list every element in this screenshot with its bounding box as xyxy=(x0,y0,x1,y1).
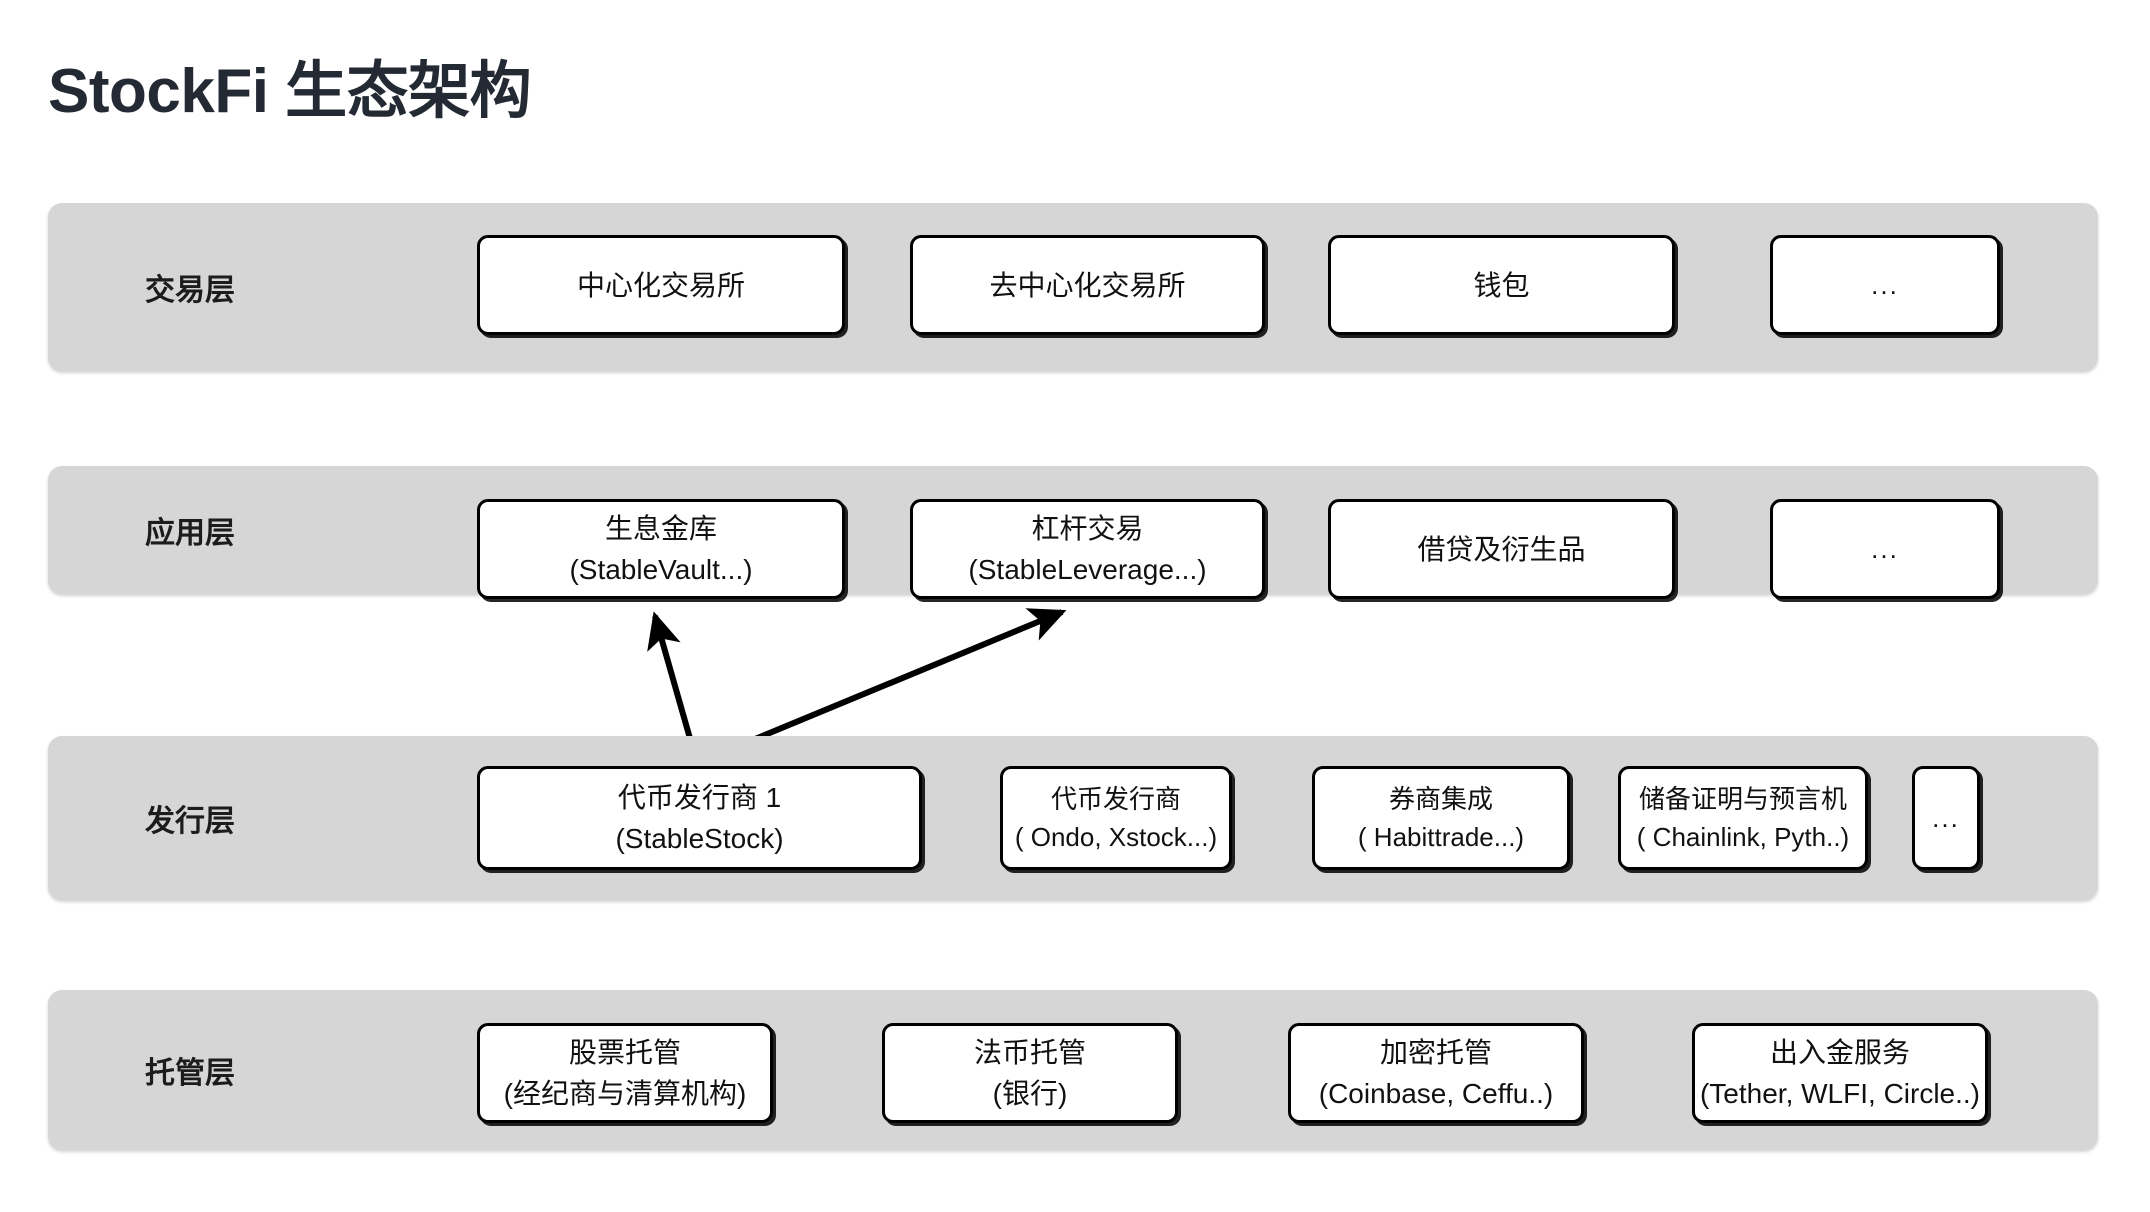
node-fiat-custody[interactable]: 法币托管 (银行) xyxy=(882,1023,1178,1123)
node-label-primary: 中心化交易所 xyxy=(576,269,745,301)
node-token-issuers[interactable]: 代币发行商 ( Ondo, Xstock...) xyxy=(1000,766,1232,870)
node-label-secondary: ( Ondo, Xstock...) xyxy=(1014,822,1218,852)
node-centralized-exchange[interactable]: 中心化交易所 xyxy=(477,235,845,335)
node-label-secondary: (经纪商与清算机构) xyxy=(503,1078,747,1109)
node-token-issuer-1[interactable]: 代币发行商 1 (StableStock) xyxy=(477,766,922,870)
node-label-secondary: ( Chainlink, Pyth..) xyxy=(1636,822,1850,852)
node-label-primary: 法币托管 xyxy=(973,1037,1086,1068)
node-label-secondary: (StableStock) xyxy=(615,823,784,854)
node-label-primary: ... xyxy=(1871,269,1899,300)
node-wallet[interactable]: 钱包 xyxy=(1328,235,1675,335)
layer-label-custody: 托管层 xyxy=(145,1057,235,1090)
node-label-primary: 去中心化交易所 xyxy=(989,269,1186,301)
node-label-secondary: (Coinbase, Ceffu..) xyxy=(1318,1078,1554,1109)
node-decentralized-exchange[interactable]: 去中心化交易所 xyxy=(910,235,1265,335)
node-label-primary: 生息金库 xyxy=(604,513,717,544)
node-more-issuance[interactable]: ... xyxy=(1912,766,1980,870)
node-label-secondary: (Tether, WLFI, Circle..) xyxy=(1699,1078,1981,1109)
layer-label-trading: 交易层 xyxy=(145,274,235,307)
node-proof-of-reserve-oracle[interactable]: 储备证明与预言机 ( Chainlink, Pyth..) xyxy=(1618,766,1868,870)
node-label-secondary: ( Habittrade...) xyxy=(1357,822,1525,852)
node-label-secondary: (StableVault...) xyxy=(569,554,753,585)
node-lending-derivatives[interactable]: 借贷及衍生品 xyxy=(1328,499,1675,599)
node-label-primary: 代币发行商 xyxy=(1050,783,1181,814)
node-label-primary: ... xyxy=(1871,533,1899,564)
node-crypto-custody[interactable]: 加密托管 (Coinbase, Ceffu..) xyxy=(1288,1023,1584,1123)
layer-label-application: 应用层 xyxy=(145,517,235,550)
node-more-application[interactable]: ... xyxy=(1770,499,2000,599)
node-label-primary: 加密托管 xyxy=(1379,1037,1492,1068)
node-broker-integration[interactable]: 券商集成 ( Habittrade...) xyxy=(1312,766,1570,870)
node-label-secondary: (StableLeverage...) xyxy=(968,554,1207,585)
node-label-primary: 钱包 xyxy=(1473,269,1530,301)
node-label-primary: 券商集成 xyxy=(1388,783,1493,814)
node-label-primary: 借贷及衍生品 xyxy=(1417,533,1586,565)
node-stock-custody[interactable]: 股票托管 (经纪商与清算机构) xyxy=(477,1023,773,1123)
node-label-primary: 股票托管 xyxy=(568,1037,681,1068)
node-yield-vault[interactable]: 生息金库 (StableVault...) xyxy=(477,499,845,599)
node-label-primary: 出入金服务 xyxy=(1769,1037,1910,1068)
page-title: StockFi 生态架构 xyxy=(48,57,532,126)
node-label-primary: 储备证明与预言机 xyxy=(1638,783,1847,814)
node-onramp-offramp-service[interactable]: 出入金服务 (Tether, WLFI, Circle..) xyxy=(1692,1023,1988,1123)
node-label-primary: 代币发行商 1 xyxy=(617,782,782,813)
node-leverage-trading[interactable]: 杠杆交易 (StableLeverage...) xyxy=(910,499,1265,599)
node-label-primary: 杠杆交易 xyxy=(1031,513,1144,544)
node-label-secondary: (银行) xyxy=(992,1078,1068,1109)
node-more-trading[interactable]: ... xyxy=(1770,235,2000,335)
layer-label-issuance: 发行层 xyxy=(145,805,235,838)
node-label-primary: ... xyxy=(1932,802,1960,833)
